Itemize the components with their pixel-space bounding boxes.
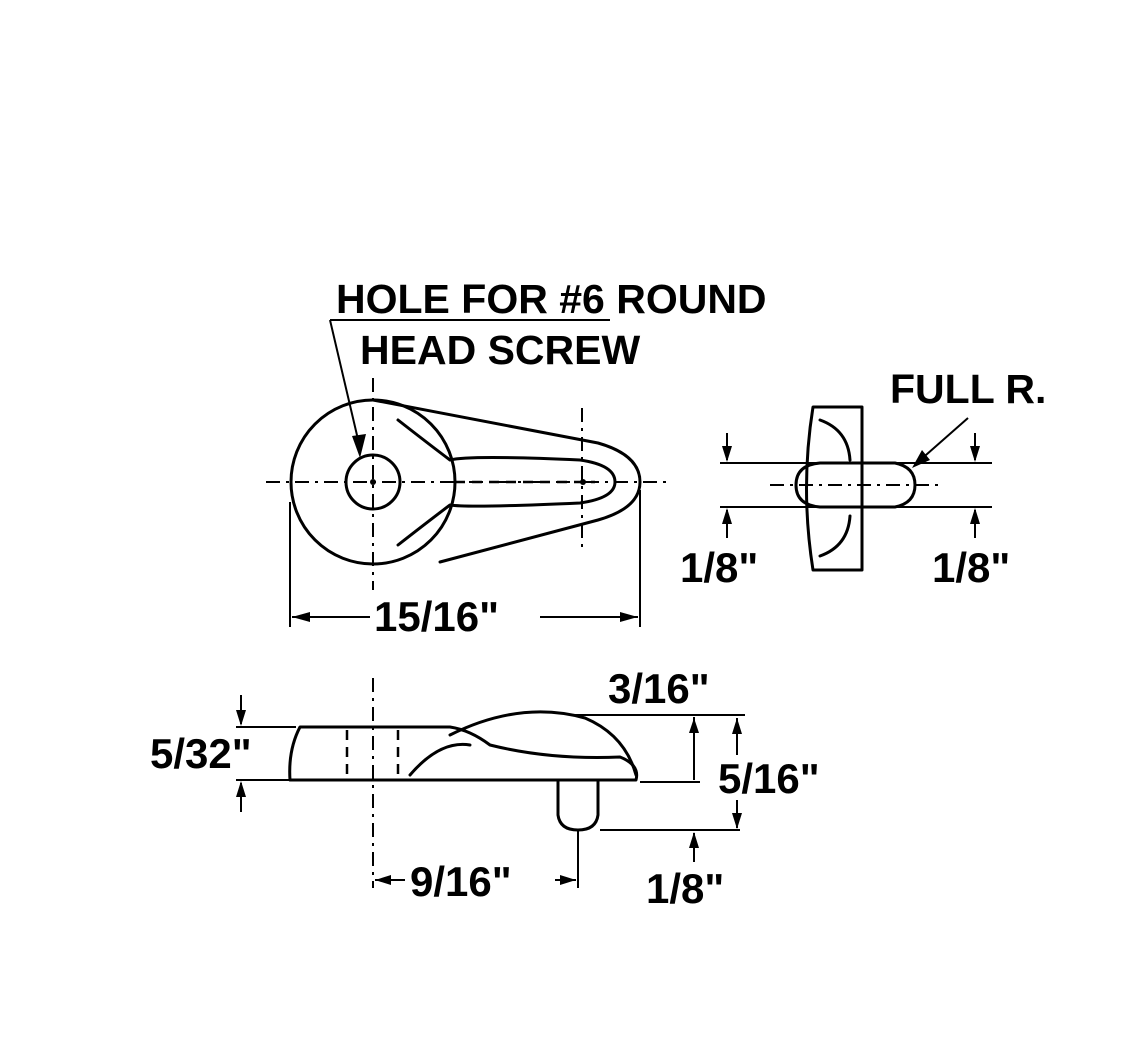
full-radius-arrowhead: [912, 450, 930, 468]
dim-pin-left-label: 1/8": [680, 544, 758, 591]
pin-center-mark: [580, 479, 586, 485]
top-view: [266, 319, 666, 627]
dim-pin-left-top-arrow: [722, 446, 732, 462]
dim-316-arrow: [689, 718, 699, 733]
end-view-inner-curve: [818, 418, 852, 558]
side-view-base: [288, 725, 639, 782]
dim-516-arrow-top: [732, 718, 742, 734]
dim-916-arrow-left: [375, 875, 391, 885]
side-view: [236, 678, 745, 888]
hole-note-line2: HEAD SCREW: [360, 327, 640, 373]
dim-hole-to-pin-label: 9/16": [410, 858, 512, 905]
end-view-body: [805, 405, 864, 572]
hole-note-leader: [329, 319, 361, 449]
dim-pin-length-arrow: [689, 832, 699, 848]
dim-516-arrow-bottom: [732, 813, 742, 829]
dim-top-height-label: 3/16": [608, 665, 710, 712]
dim-overall-length-label: 15/16": [374, 593, 499, 640]
hole-note-line1: HOLE FOR #6 ROUND: [336, 276, 767, 322]
dim-pin-right-top-arrow: [970, 446, 980, 462]
dim-arrow-overall-left: [292, 612, 310, 622]
dim-arrow-overall-right: [620, 612, 638, 622]
hole-note-arrowhead: [352, 434, 366, 458]
side-pin: [556, 780, 600, 832]
thk-arrow-bottom: [236, 781, 246, 797]
dim-916-arrow-right: [560, 875, 576, 885]
full-radius-note: FULL R.: [890, 366, 1046, 412]
dim-pin-length-label: 1/8": [646, 865, 724, 912]
dim-thickness-label: 5/32": [150, 730, 252, 777]
side-view-curve: [408, 742, 472, 777]
dim-pin-right-label: 1/8": [932, 544, 1010, 591]
lever-body-outline: [371, 398, 642, 564]
side-view-dome: [448, 710, 638, 777]
thk-arrow-top: [236, 710, 246, 726]
end-view: [720, 405, 992, 572]
dim-pin-left-bottom-arrow: [722, 508, 732, 524]
dim-pin-right-bottom-arrow: [970, 508, 980, 524]
dim-total-height-label: 5/16": [718, 755, 820, 802]
full-radius-leader: [917, 417, 969, 463]
